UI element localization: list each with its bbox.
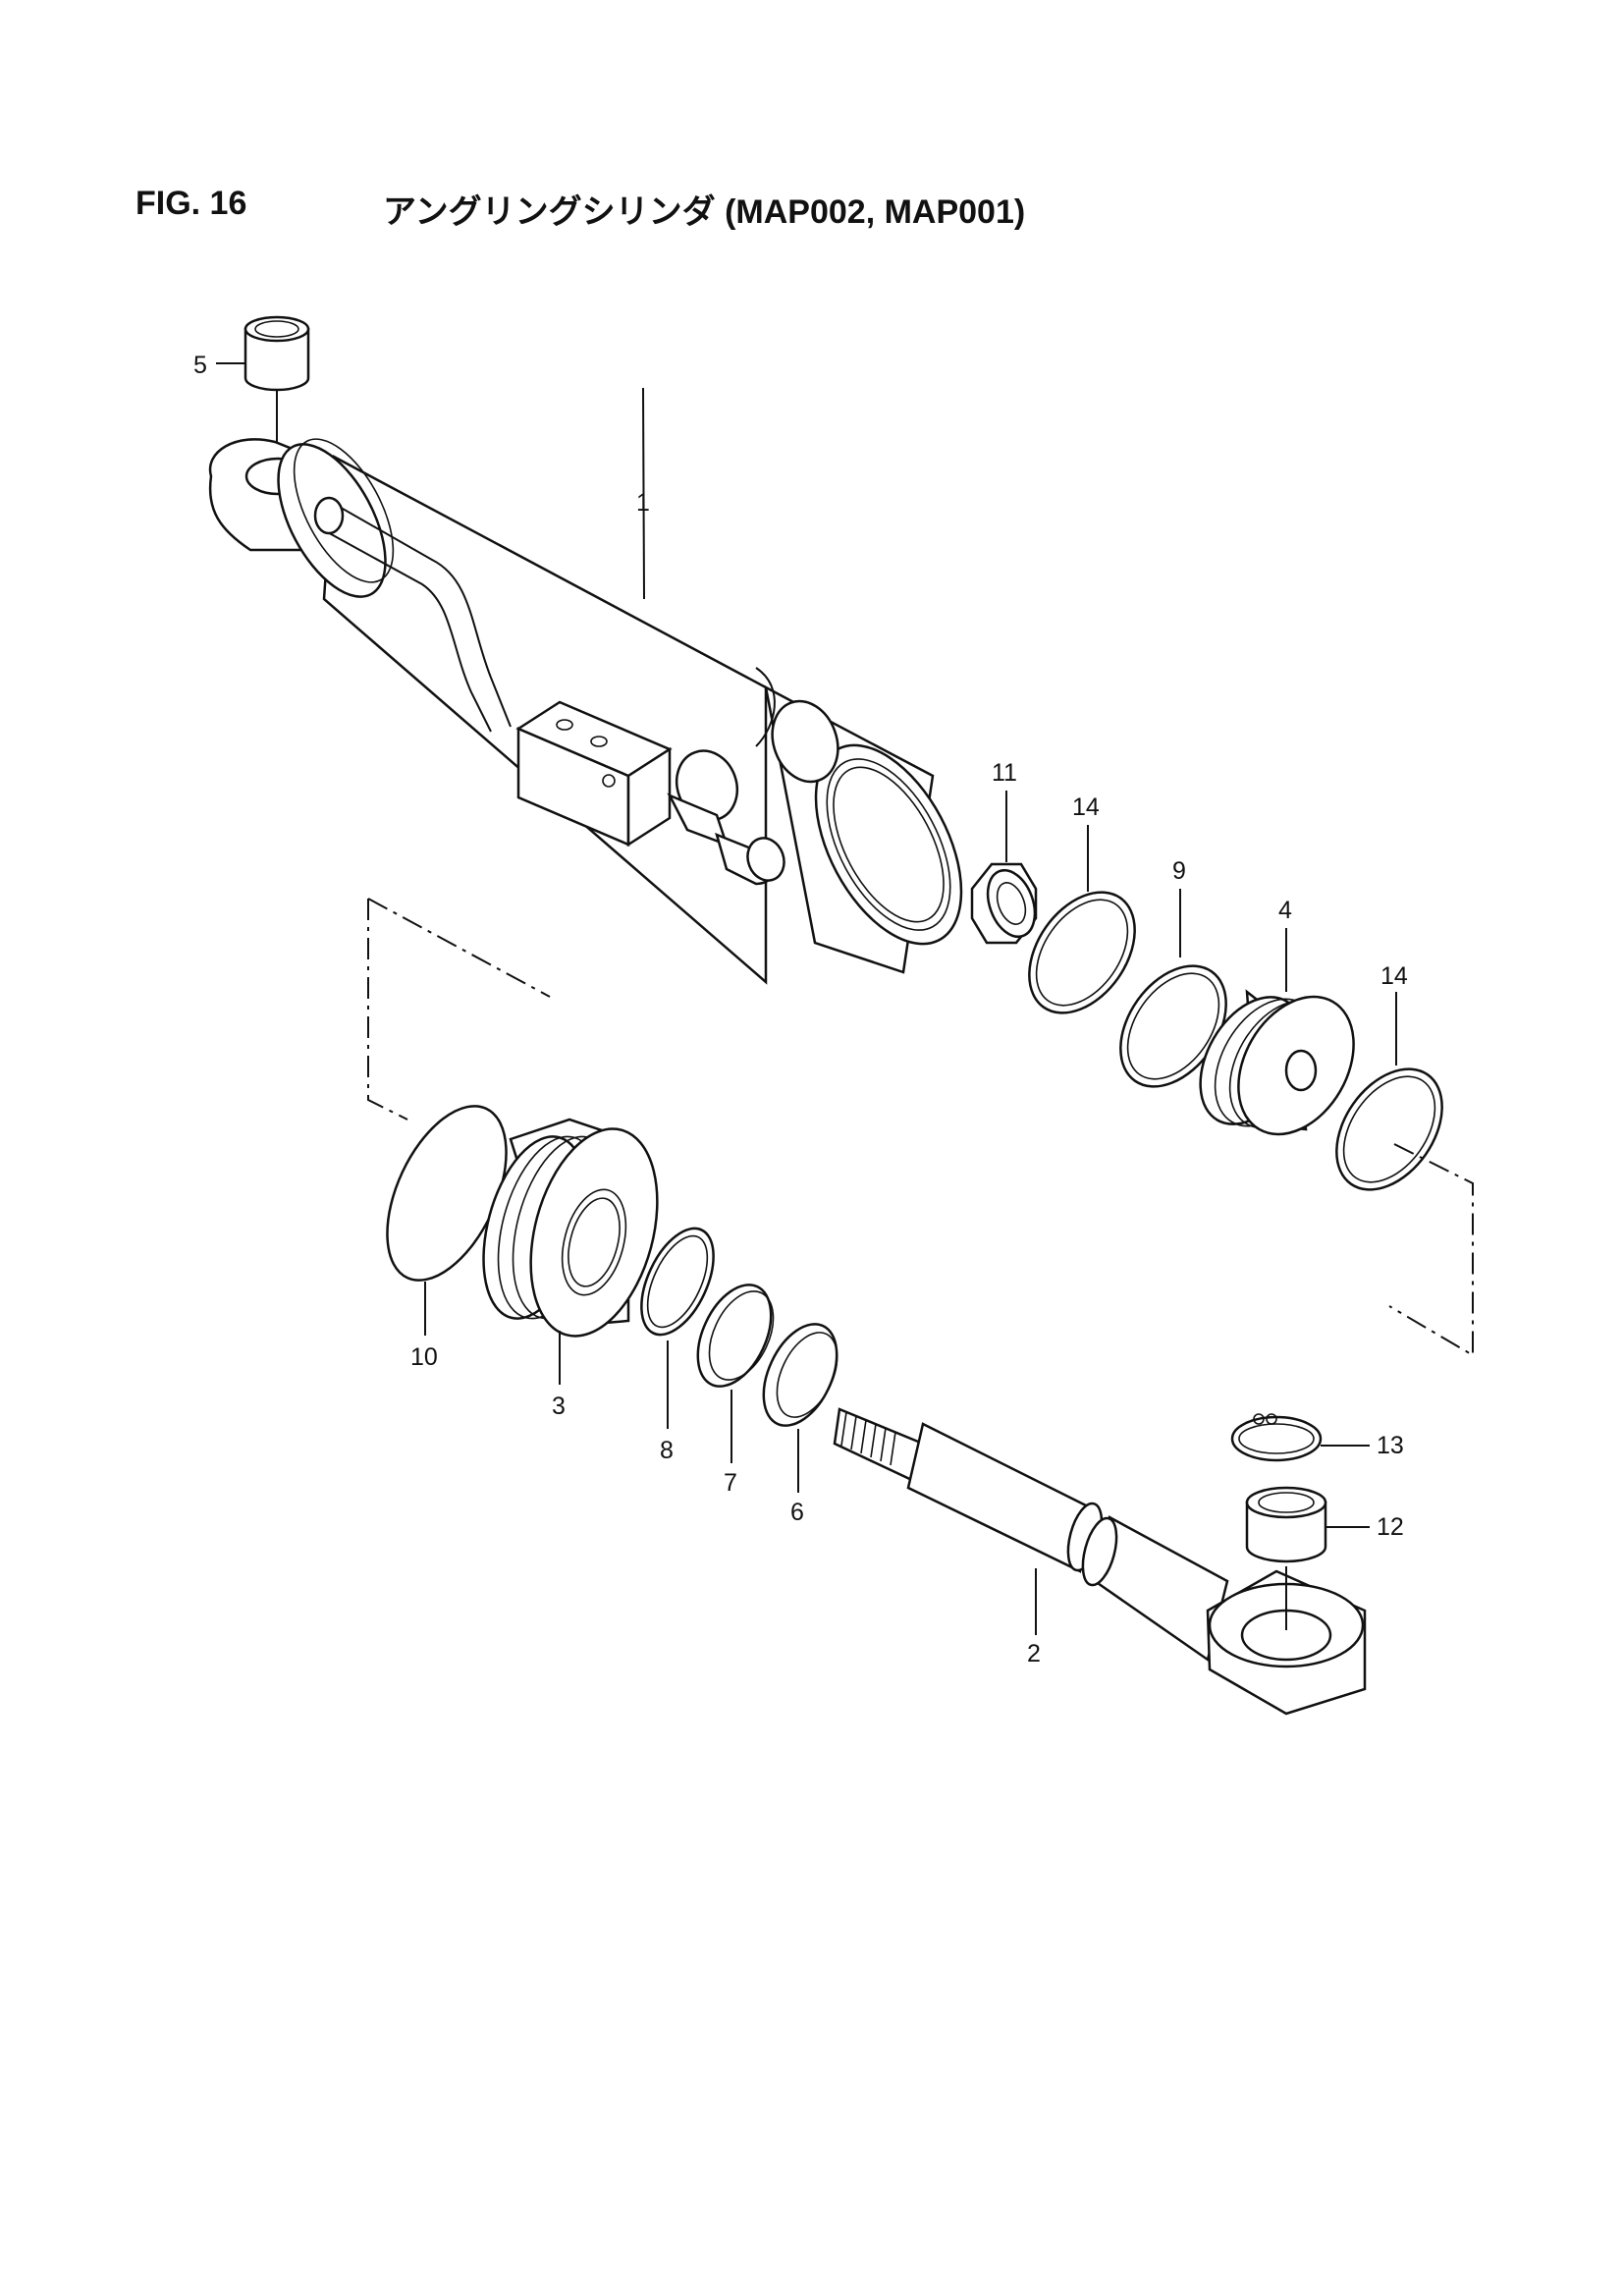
figure-title: アングリングシリンダ (MAP002, MAP001) — [383, 193, 1026, 231]
part-6-wiper — [762, 1323, 839, 1493]
callout-3: 3 — [552, 1393, 566, 1420]
part-4-piston — [1199, 928, 1355, 1136]
callout-14-upper: 14 — [1072, 793, 1100, 821]
callout-12: 12 — [1377, 1513, 1404, 1541]
callout-5: 5 — [193, 352, 207, 379]
part-9-ring — [1119, 889, 1227, 1088]
callout-9: 9 — [1172, 857, 1186, 885]
callout-6: 6 — [790, 1499, 804, 1526]
part-8-ring — [640, 1227, 715, 1429]
callout-4: 4 — [1278, 897, 1292, 924]
figure-number: FIG. 16 — [135, 185, 247, 222]
part-11-nut — [970, 791, 1038, 945]
callout-10: 10 — [410, 1343, 438, 1371]
callout-8: 8 — [660, 1437, 674, 1464]
assembly-dash-lines — [367, 898, 1474, 1357]
part-2-piston-rod — [833, 1407, 1367, 1716]
callout-13: 13 — [1377, 1432, 1404, 1459]
part-14-ring-lower — [1335, 992, 1443, 1191]
callout-2: 2 — [1027, 1640, 1041, 1667]
callout-7: 7 — [724, 1469, 737, 1497]
part-3-cylinder-head — [482, 1118, 659, 1385]
part-1-cylinder-tube — [208, 387, 963, 985]
part-12-bushing — [1245, 1486, 1370, 1630]
part-14-ring-upper — [1028, 825, 1136, 1014]
callout-14-lower: 14 — [1380, 962, 1408, 990]
callout-11: 11 — [992, 759, 1017, 787]
callout-1: 1 — [636, 489, 650, 517]
part-7-ring — [696, 1284, 775, 1463]
part-13-snap-ring — [1230, 1413, 1370, 1462]
callout-labels: 5 1 11 14 9 4 14 10 3 8 7 6 2 13 12 — [193, 352, 1408, 1667]
